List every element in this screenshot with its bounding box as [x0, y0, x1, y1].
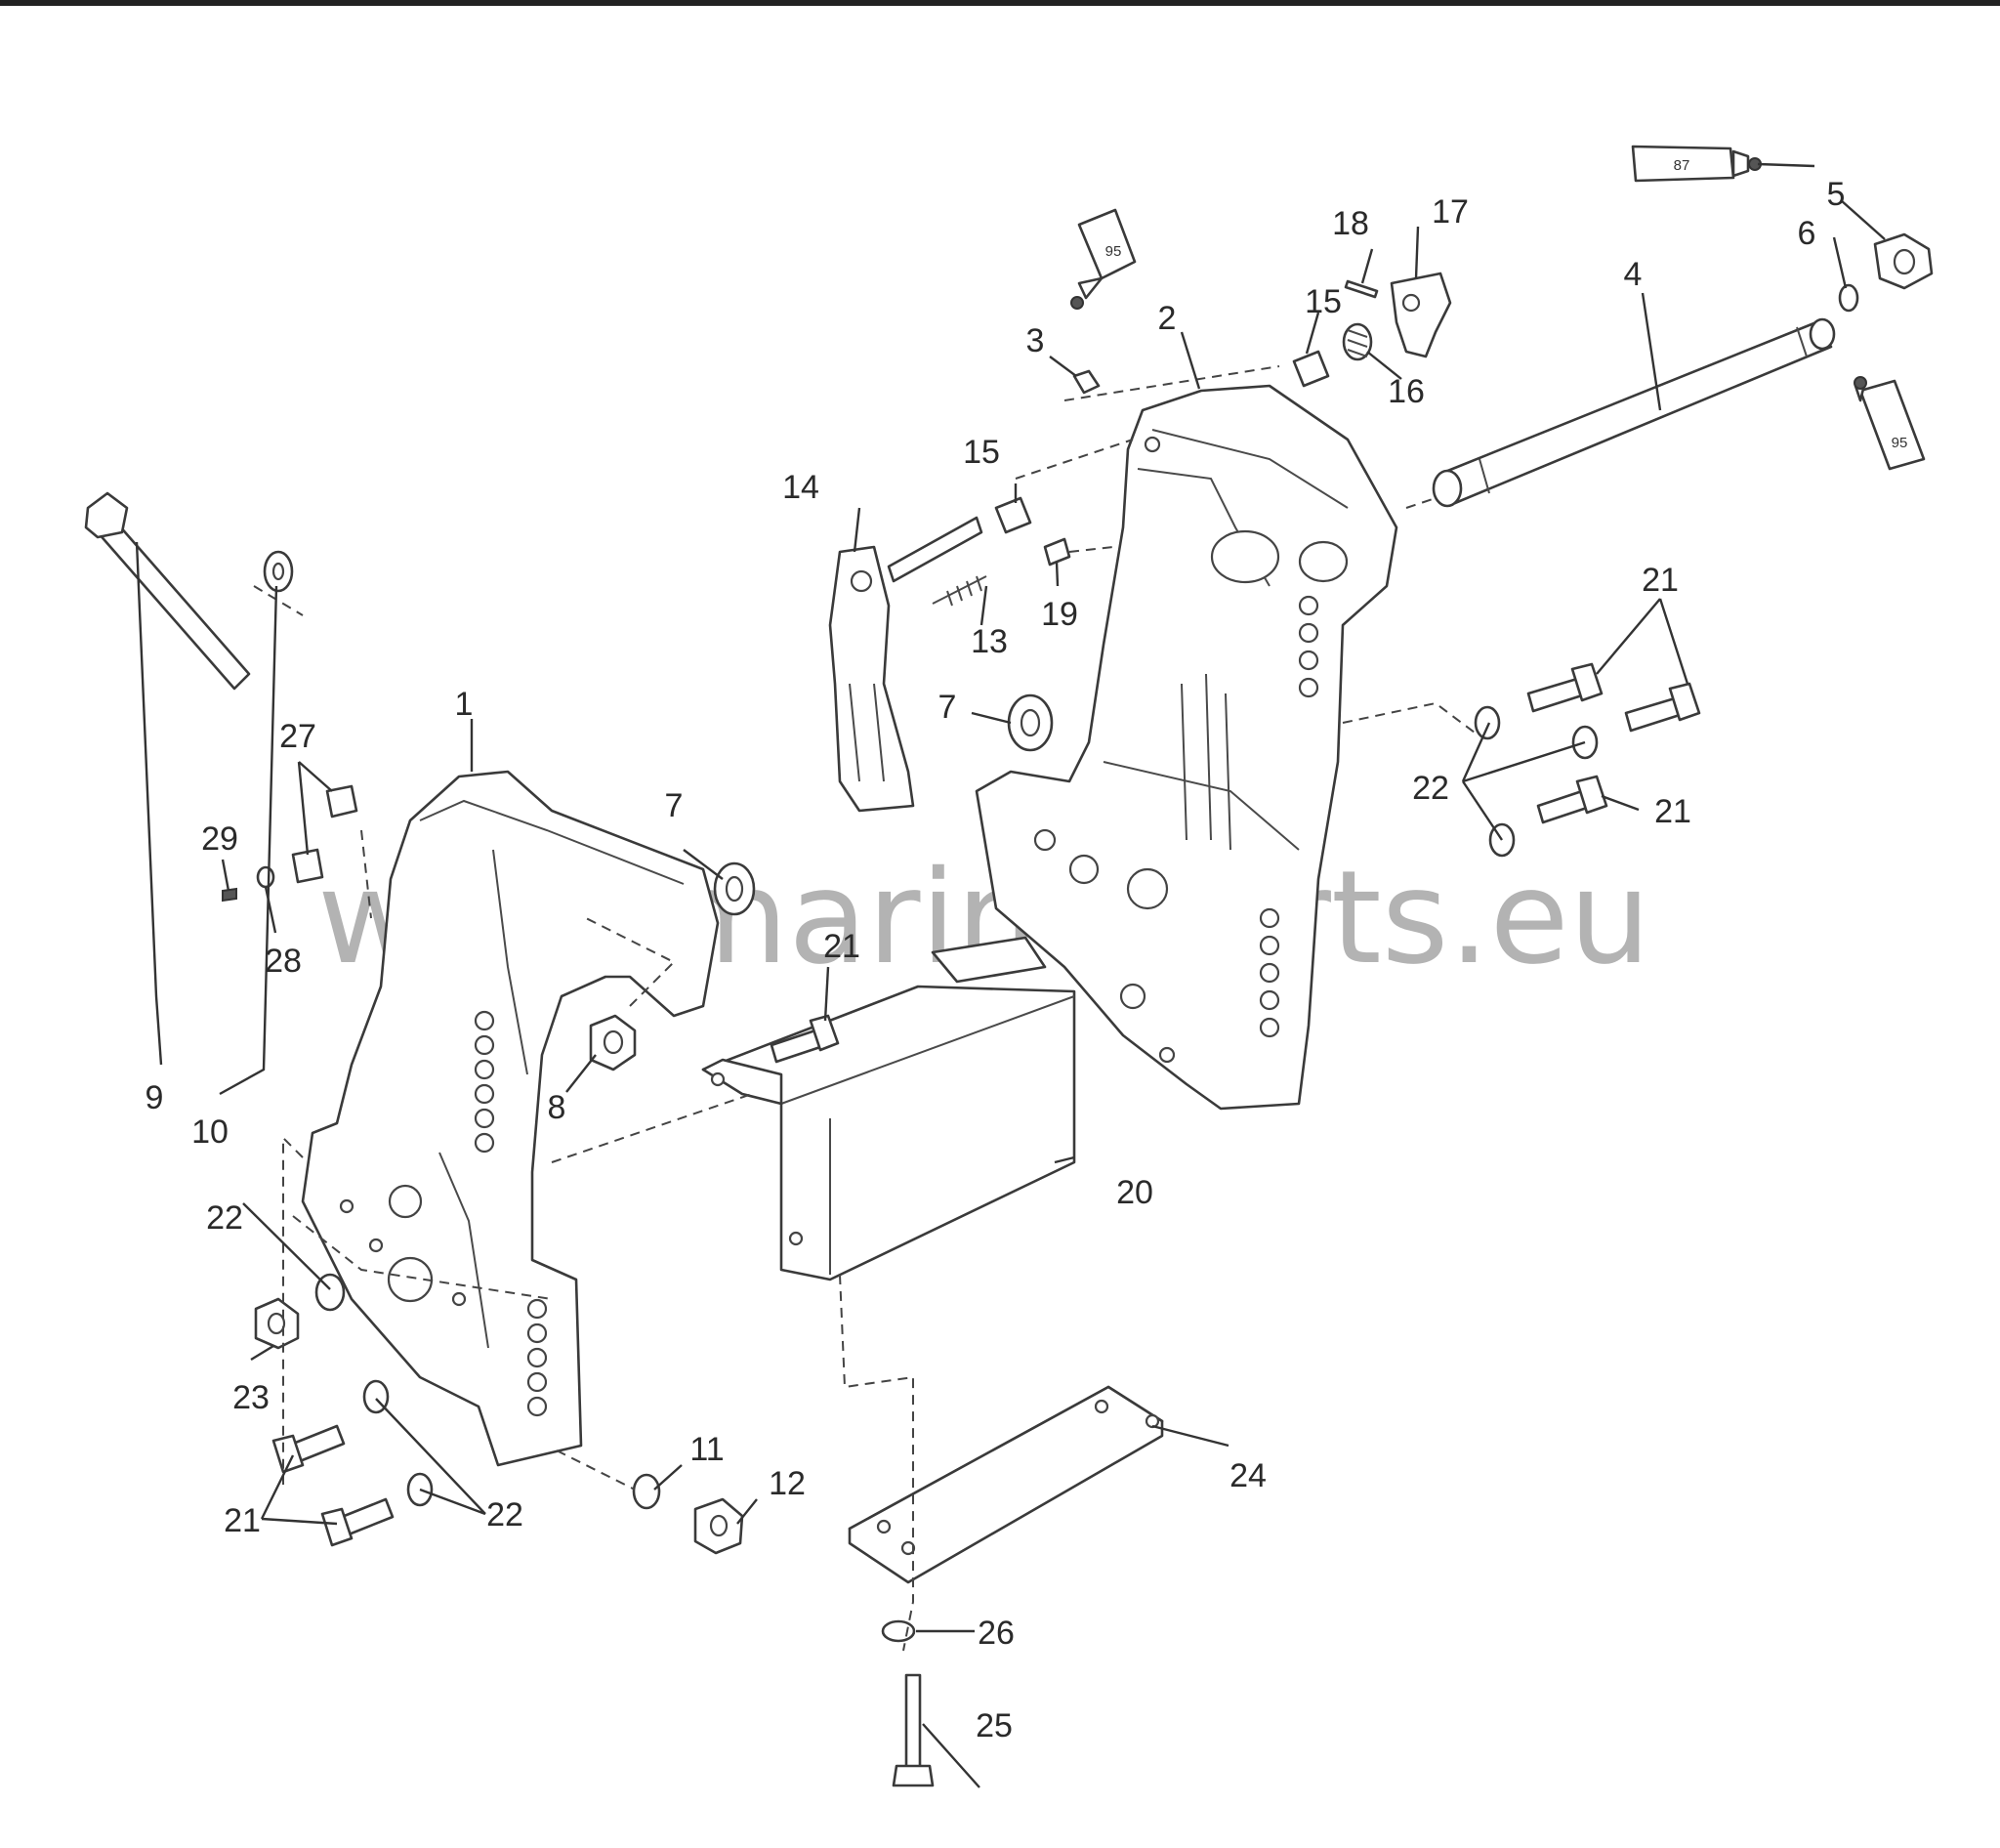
part-16-spring — [1342, 322, 1373, 361]
part-25-bolt — [892, 1673, 935, 1787]
callout-3: 3 — [1026, 322, 1045, 359]
callout-11: 11 — [689, 1431, 724, 1468]
callout-7-right: 7 — [938, 689, 957, 726]
part-28-washer — [256, 865, 275, 889]
tube-95-grease-right: 95 — [1854, 376, 1926, 471]
part-7-washer-right-hole — [1020, 708, 1041, 737]
part-21-bolt-mid-right — [1536, 775, 1608, 824]
callout-24: 24 — [1229, 1457, 1267, 1494]
callout-7-left: 7 — [665, 787, 684, 824]
callout-19: 19 — [1041, 596, 1078, 633]
callout-labels: 1 2 3 4 5 6 7 7 8 9 10 11 12 13 14 15 15… — [146, 176, 1846, 1744]
callout-6: 6 — [1798, 215, 1816, 252]
callout-27: 27 — [279, 718, 316, 755]
part-27-clip-lower — [291, 848, 324, 884]
callout-22-left-bottom: 22 — [486, 1496, 523, 1533]
part-4-tilt-tube — [1432, 317, 1836, 508]
part-21-bolt-top-right — [1624, 682, 1701, 733]
callout-21-spacer: 21 — [823, 928, 860, 965]
tube-95-top-label: 95 — [1105, 243, 1122, 260]
callout-16: 16 — [1388, 373, 1425, 410]
callout-12: 12 — [769, 1465, 806, 1502]
part-27-clip-upper — [325, 784, 358, 819]
part-9-clamp-bolt — [84, 491, 251, 691]
part-18-pin — [1344, 279, 1379, 299]
callout-25: 25 — [976, 1707, 1013, 1744]
part-21-bolt-spacer — [770, 1014, 840, 1064]
callout-18: 18 — [1332, 205, 1369, 242]
part-19-pin — [1043, 537, 1071, 567]
callout-26: 26 — [978, 1615, 1015, 1652]
part-7-washer-left-hole — [725, 875, 744, 903]
callout-4: 4 — [1624, 256, 1643, 293]
part-17-lever-bracket — [1390, 272, 1452, 358]
callout-13: 13 — [971, 623, 1008, 660]
part-26-washer — [881, 1619, 916, 1643]
callout-21-right: 21 — [1654, 793, 1691, 830]
callout-23: 23 — [232, 1379, 270, 1416]
part-21-bolt-lower-upper — [271, 1424, 346, 1474]
assembly-lines — [253, 365, 1476, 1652]
part-23-nut — [254, 1297, 300, 1350]
callout-5: 5 — [1827, 176, 1846, 213]
callout-1: 1 — [455, 686, 474, 723]
tube-95-grease-top: 95 — [1070, 208, 1137, 310]
tube-87-label: 87 — [1674, 157, 1690, 174]
part-21-bolt-lower-lower — [320, 1497, 395, 1547]
leader-lines — [135, 162, 1886, 1788]
callout-17: 17 — [1432, 193, 1469, 231]
callout-22-right: 22 — [1412, 770, 1449, 807]
callout-10: 10 — [191, 1113, 229, 1151]
callout-2: 2 — [1158, 300, 1177, 337]
part-29-screw — [222, 887, 237, 903]
part-14-tilt-lock-lever — [828, 545, 915, 813]
part-6-o-ring — [1838, 283, 1859, 313]
callout-9: 9 — [146, 1079, 164, 1116]
callout-21-lower-left: 21 — [224, 1502, 261, 1539]
part-13-pin-and-spring — [887, 516, 987, 607]
callout-8: 8 — [548, 1089, 566, 1126]
tube-87-sealant: 87 — [1631, 145, 1762, 183]
part-15-bushing-left — [994, 496, 1032, 534]
part-5-nut — [1873, 232, 1934, 290]
part-8-lock-nut — [589, 1014, 637, 1071]
part-24-anode-plate — [848, 1385, 1164, 1584]
part-2-starboard-clamp-bracket — [975, 384, 1398, 1111]
part-3-grease-fitting — [1072, 369, 1101, 395]
callout-15-left: 15 — [963, 434, 1000, 471]
callout-14: 14 — [782, 469, 819, 506]
callout-21-top: 21 — [1642, 562, 1679, 599]
part-21-bolt-top-left — [1526, 662, 1604, 713]
part-12-nut — [693, 1497, 744, 1555]
callout-15-right: 15 — [1305, 283, 1342, 320]
part-22-washer-right-1 — [1474, 705, 1501, 740]
callout-22-left-top: 22 — [206, 1199, 243, 1237]
callout-28: 28 — [265, 943, 302, 980]
part-20-transom-spacer-block — [701, 936, 1076, 1281]
part-10-washer-hole — [271, 562, 285, 581]
callout-29: 29 — [201, 820, 238, 858]
tube-95-right-label: 95 — [1892, 435, 1908, 451]
part-15-bushing-right — [1292, 350, 1330, 388]
part-1-port-clamp-bracket — [301, 770, 720, 1467]
part-11-washer — [632, 1473, 661, 1510]
callout-20: 20 — [1116, 1174, 1153, 1211]
